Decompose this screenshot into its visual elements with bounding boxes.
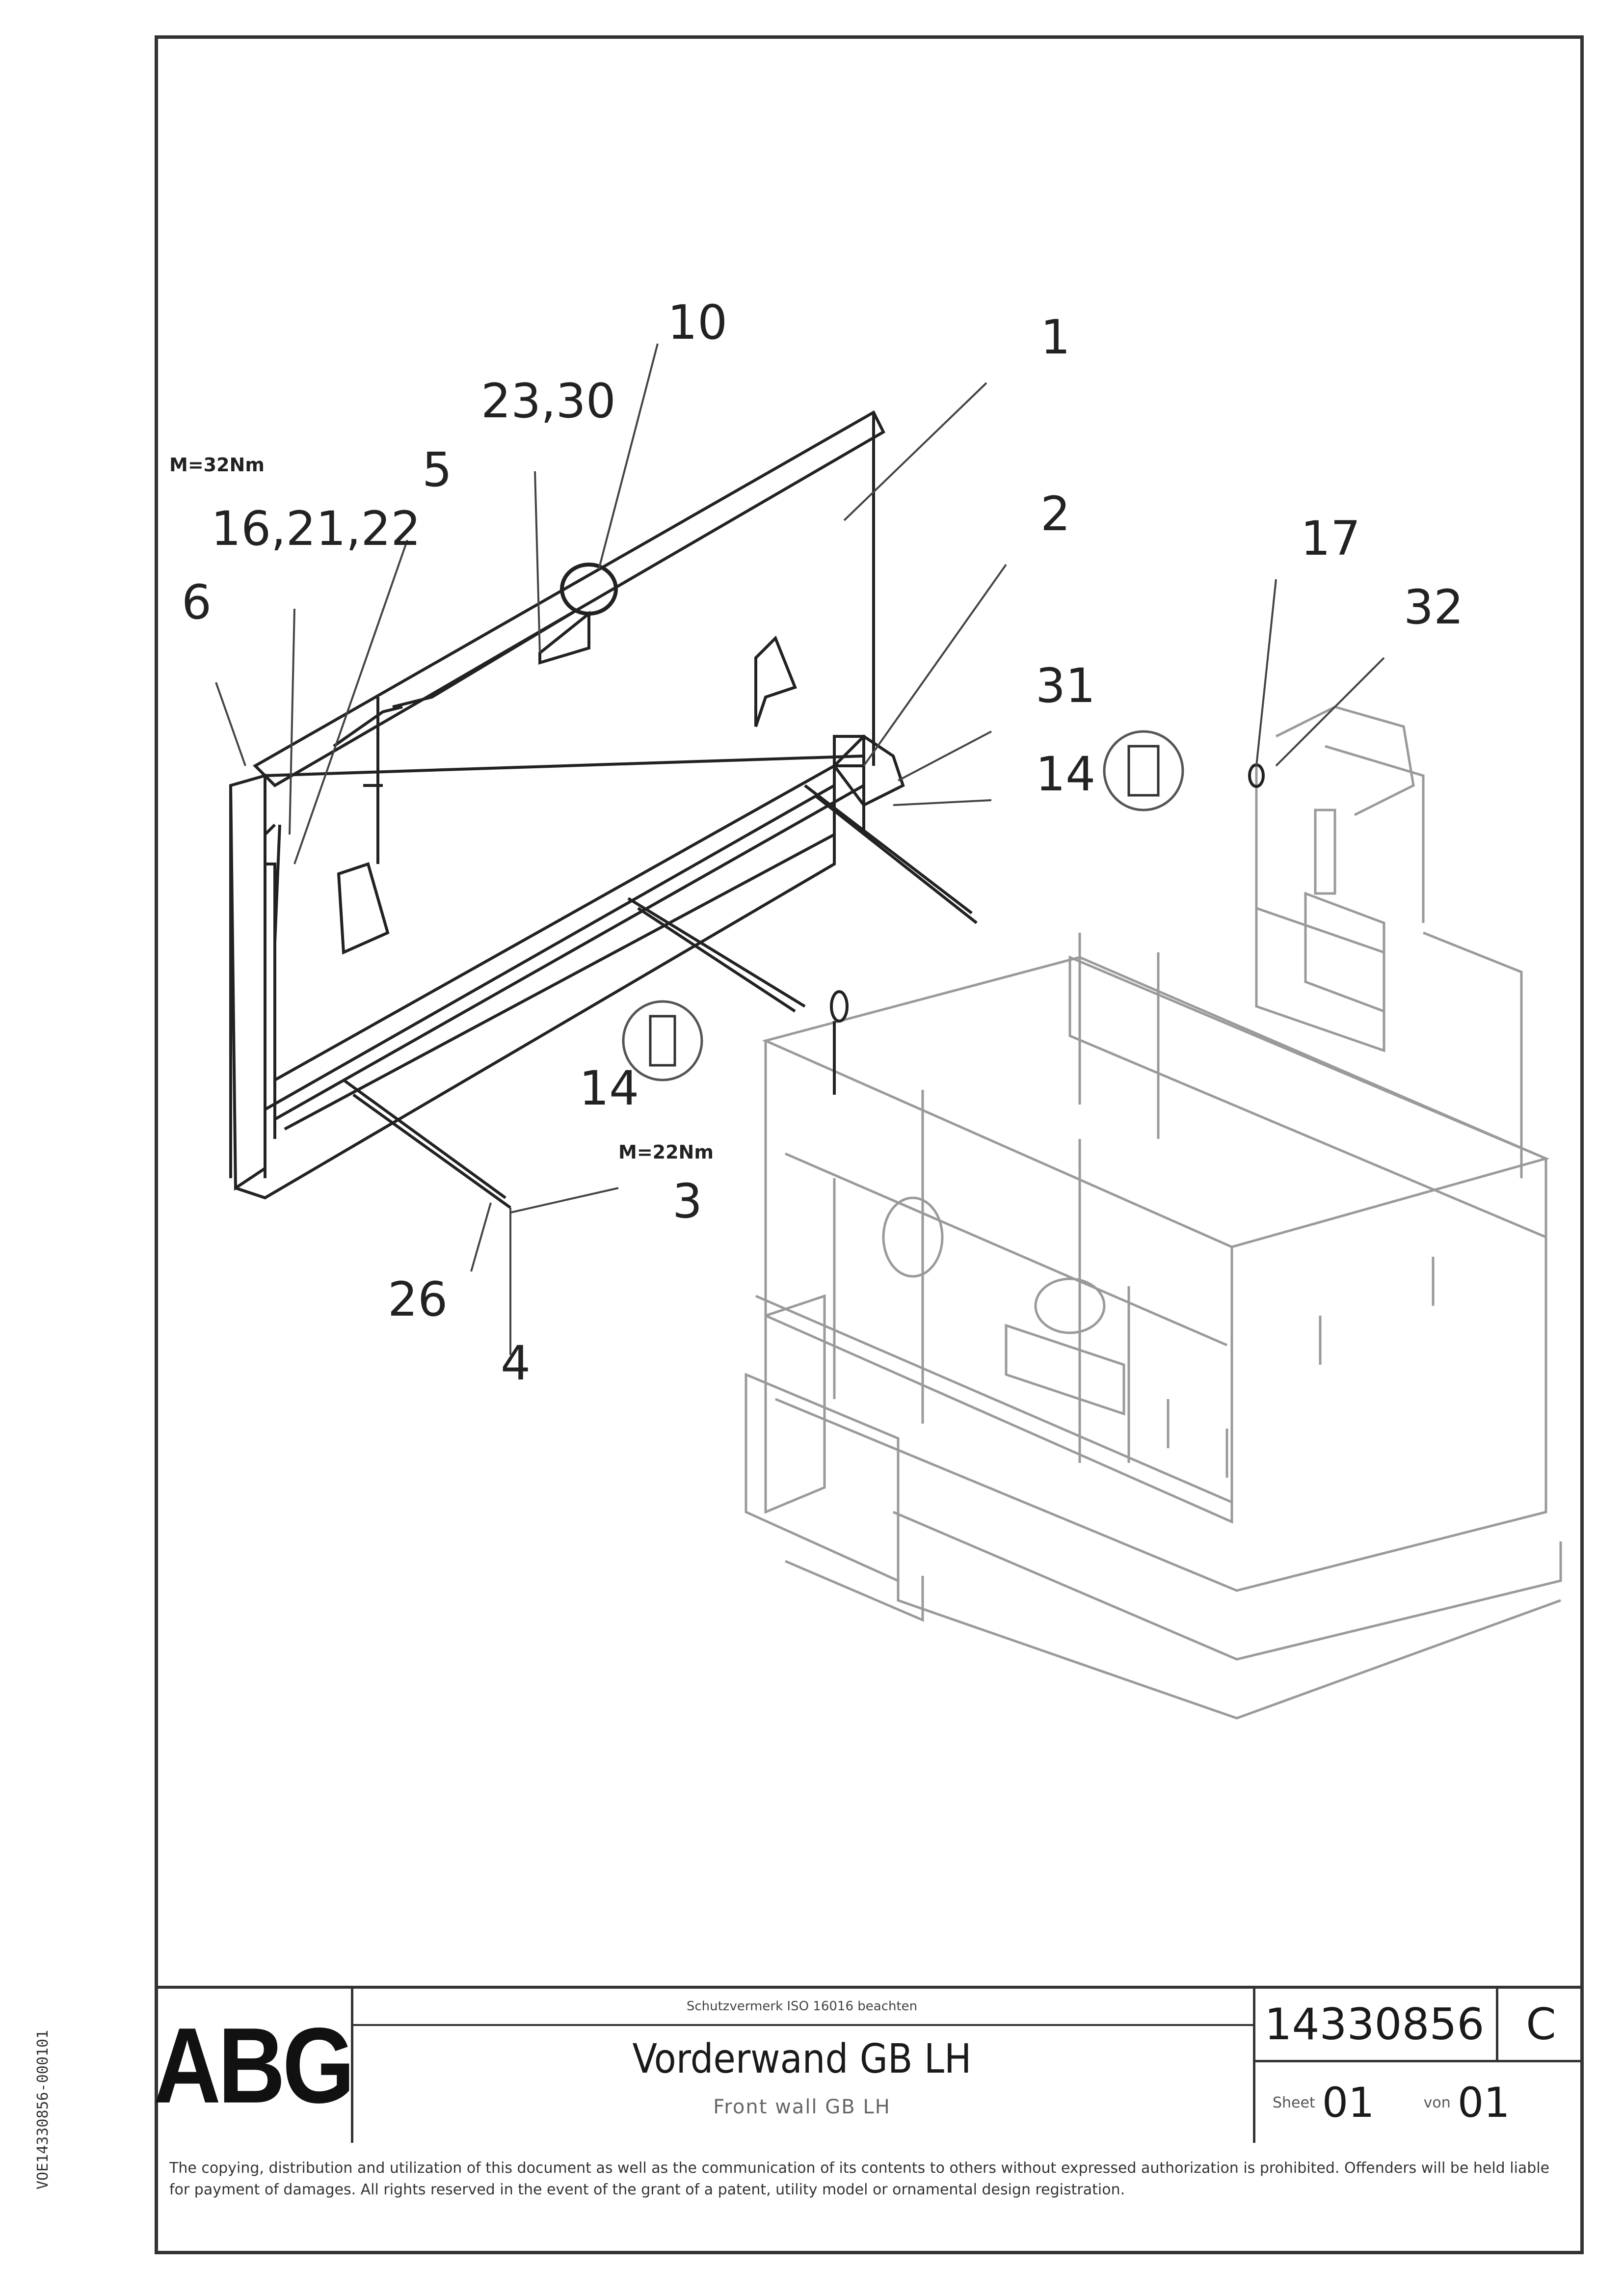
callout-31: 31 — [1036, 658, 1095, 713]
title-area: Schutzvermerk ISO 16016 beachten Vorderw… — [351, 1989, 1255, 2143]
drawing-subtitle: Front wall GB LH — [713, 2096, 891, 2118]
drawing-frame — [155, 35, 1584, 2254]
callout-1: 1 — [1040, 310, 1070, 365]
callout-14-upper: 14 — [1036, 747, 1095, 802]
leader-lines — [215, 343, 1385, 1355]
revision: C — [1498, 1989, 1584, 2062]
callout-23-30: 23,30 — [481, 374, 616, 429]
protection-note: Schutzvermerk ISO 16016 beachten — [351, 1989, 1253, 2026]
copyright-notice: The copying, distribution and utilizatio… — [169, 2160, 1550, 2198]
side-code-text: VOE14330856-000101 — [34, 2029, 52, 2189]
callout-14-lower: 14 — [579, 1061, 639, 1116]
sheet-info: Sheet 01 von 01 — [1253, 2062, 1584, 2143]
callout-10: 10 — [667, 295, 727, 350]
torque-label-upper: M=32Nm — [169, 454, 265, 476]
title-block: ABG Schutzvermerk ISO 16016 beachten Vor… — [153, 1986, 1584, 2143]
part-number: 14330856 — [1253, 1989, 1498, 2062]
callout-3: 3 — [672, 1174, 702, 1229]
callout-16-21-22: 16,21,22 — [211, 501, 421, 556]
callout-5: 5 — [422, 442, 452, 497]
front-wall — [229, 410, 1265, 1209]
callout-2: 2 — [1040, 486, 1070, 541]
torque-label-lower: M=22Nm — [618, 1141, 714, 1163]
side-code: VOE14330856-000101 — [34, 1748, 54, 2189]
part-info: 14330856 C Sheet 01 von 01 — [1253, 1989, 1584, 2143]
callout-32: 32 — [1404, 580, 1463, 635]
drawing-title: Vorderwand GB LH — [632, 2036, 972, 2082]
callout-4: 4 — [501, 1336, 531, 1391]
abg-logo: ABG — [153, 1989, 355, 2143]
callout-6: 6 — [182, 575, 212, 630]
sheet-label: Sheet — [1273, 2094, 1315, 2111]
of-value: 01 — [1457, 2079, 1510, 2127]
callout-17: 17 — [1301, 511, 1360, 566]
detail-circles — [622, 730, 1184, 1081]
sheet-value: 01 — [1322, 2079, 1375, 2127]
machine-frame — [745, 705, 1562, 1720]
callout-26: 26 — [388, 1272, 448, 1327]
callout-labels: 10 1 23,30 5 16,21,22 6 2 17 32 31 14 14… — [169, 295, 1463, 1391]
logo-text: ABG — [153, 2006, 355, 2126]
of-label: von — [1423, 2094, 1451, 2111]
